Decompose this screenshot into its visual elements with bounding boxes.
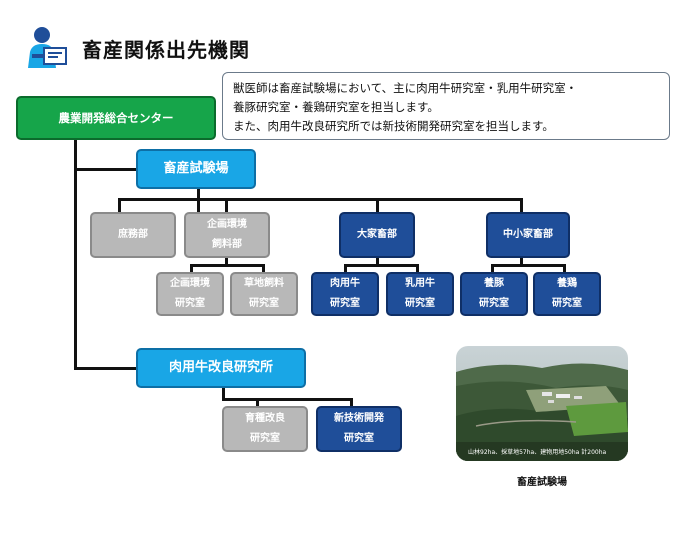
org-node-new-tech-lab: 新技術開発 研究室: [316, 406, 402, 452]
node-label: 新技術開発: [334, 413, 384, 424]
org-node-general-affairs: 庶務部: [90, 212, 176, 258]
node-label: 研究室: [552, 298, 582, 309]
node-label: 研究室: [250, 433, 280, 444]
photo-title: 畜産試験場: [517, 477, 567, 488]
description-box: 獣医師は畜産試験場において、主に肉用牛研究室・乳用牛研究室・ 養豚研究室・養鶏研…: [222, 72, 670, 140]
page-title: 畜産関係出先機関: [82, 38, 250, 62]
org-node-planning-feed-dept: 企画環境 飼料部: [184, 212, 270, 258]
connector-line: [563, 264, 566, 272]
connector-line: [74, 168, 136, 171]
node-label: 畜産試験場: [163, 161, 229, 176]
org-node-grassland-feed-lab: 草地飼料 研究室: [230, 272, 298, 316]
org-node-small-livestock-dept: 中小家畜部: [486, 212, 570, 258]
node-label: 中小家畜部: [503, 229, 553, 240]
aerial-photo: [456, 346, 628, 461]
connector-line: [491, 264, 566, 267]
connector-line: [222, 385, 225, 401]
connector-line: [344, 264, 419, 267]
org-node-livestock-station: 畜産試験場: [136, 149, 256, 189]
connector-line: [350, 398, 353, 406]
node-label: 企画環境: [170, 278, 210, 289]
node-label: 研究室: [330, 298, 360, 309]
node-label: 研究室: [175, 298, 205, 309]
node-label: 肉用牛改良研究所: [168, 360, 273, 375]
org-node-large-livestock-dept: 大家畜部: [339, 212, 415, 258]
org-node-beef-cattle-lab: 肉用牛 研究室: [311, 272, 379, 316]
person-reading-icon: [24, 24, 72, 70]
node-label: 農業開発総合センター: [58, 111, 174, 125]
connector-line: [376, 258, 379, 266]
connector-line: [190, 264, 193, 272]
node-label: 研究室: [249, 298, 279, 309]
node-label: 庶務部: [118, 229, 148, 240]
node-label: 飼料部: [212, 239, 242, 250]
org-node-planning-lab: 企画環境 研究室: [156, 272, 224, 316]
org-node-poultry-lab: 養鶏 研究室: [533, 272, 601, 316]
connector-line: [376, 198, 379, 212]
connector-line: [344, 264, 347, 272]
node-label: 養鶏: [557, 278, 577, 289]
connector-line: [222, 398, 353, 401]
node-label: 肉用牛: [330, 278, 360, 289]
org-node-dairy-cattle-lab: 乳用牛 研究室: [386, 272, 454, 316]
connector-line: [74, 367, 136, 370]
connector-line: [491, 264, 494, 272]
connector-line: [190, 264, 265, 267]
node-label: 乳用牛: [405, 278, 435, 289]
connector-line: [118, 198, 121, 212]
connector-line: [74, 140, 77, 369]
org-node-swine-lab: 養豚 研究室: [460, 272, 528, 316]
org-node-breeding-lab: 育種改良 研究室: [222, 406, 308, 452]
node-label: 育種改良: [245, 413, 285, 424]
description-line: 獣医師は畜産試験場において、主に肉用牛研究室・乳用牛研究室・: [233, 81, 578, 95]
connector-line: [256, 398, 259, 406]
connector-line: [520, 198, 523, 212]
connector-line: [225, 258, 228, 266]
node-label: 草地飼料: [244, 278, 284, 289]
org-node-beef-institute: 肉用牛改良研究所: [136, 348, 306, 388]
photo-caption: 山林92ha、採草地57ha、建物用地50ha 計200ha: [468, 449, 607, 456]
connector-line: [262, 264, 265, 272]
node-label: 研究室: [344, 433, 374, 444]
description-line: また、肉用牛改良研究所では新技術開発研究室を担当します。: [233, 119, 554, 133]
connector-line: [118, 198, 522, 201]
connector-line: [520, 258, 523, 266]
node-label: 養豚: [484, 278, 504, 289]
node-label: 研究室: [479, 298, 509, 309]
connector-line: [416, 264, 419, 272]
node-label: 大家畜部: [357, 229, 397, 240]
description-line: 養豚研究室・養鶏研究室を担当します。: [233, 100, 439, 114]
node-label: 研究室: [405, 298, 435, 309]
node-label: 企画環境: [207, 219, 247, 230]
org-node-agri-center: 農業開発総合センター: [16, 96, 216, 140]
connector-line: [225, 198, 228, 212]
